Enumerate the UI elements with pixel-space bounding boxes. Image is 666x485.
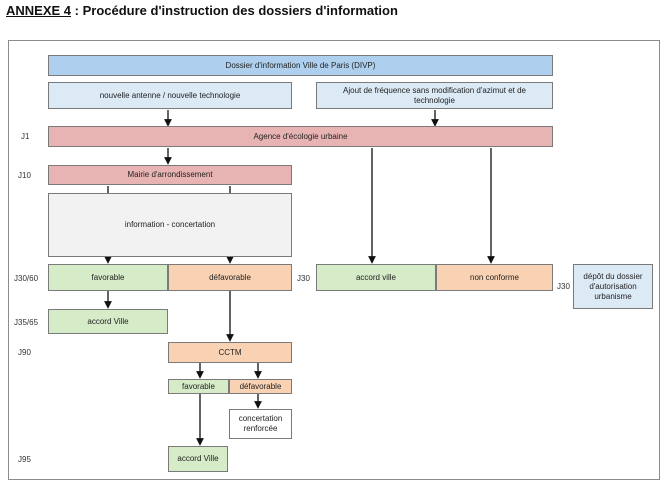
box-accord-ville-right-label: accord ville [355, 272, 396, 282]
day-label-j95: J95 [18, 455, 31, 464]
box-information-concertation: information - concertation [48, 193, 292, 257]
box-mairie-label: Mairie d'arrondissement [127, 170, 213, 179]
box-favorable-cctm: favorable [168, 379, 229, 394]
day-label-j30-60: J30/60 [14, 274, 39, 283]
box-agence-label: Agence d'écologie urbaine [253, 131, 348, 141]
box-accord-ville-left: accord Ville [48, 309, 168, 334]
box-defavorable-cctm: défavorable [229, 379, 292, 394]
box-divp: Dossier d'information Ville de Paris (DI… [48, 55, 553, 76]
page-title: ANNEXE 4 : Procédure d'instruction des d… [6, 3, 398, 18]
box-concertation-renforcee-label: concertation renforcée [238, 414, 283, 433]
title-text: : Procédure d'instruction des dossiers d… [71, 3, 398, 18]
box-cctm-label: CCTM [218, 347, 242, 357]
day-label-j10: J10 [18, 171, 31, 180]
box-depot-dossier: dépôt du dossier d'autorisation urbanism… [573, 264, 653, 309]
box-defavorable-cctm-label: défavorable [239, 381, 282, 391]
box-defavorable: défavorable [168, 264, 292, 291]
box-information-concertation-label: information - concertation [124, 220, 216, 229]
day-label-j30-right: J30 [557, 282, 570, 291]
box-depot-dossier-label: dépôt du dossier d'autorisation urbanism… [583, 271, 643, 301]
box-accord-ville-final-label: accord Ville [177, 454, 219, 463]
day-label-j30-mid: J30 [297, 274, 310, 283]
box-non-conforme-label: non conforme [470, 272, 519, 282]
box-agence: Agence d'écologie urbaine [48, 126, 553, 147]
box-accord-ville-final: accord Ville [168, 446, 228, 472]
day-label-j1: J1 [21, 132, 30, 141]
diagram-frame [8, 40, 660, 480]
box-favorable-label: favorable [91, 272, 125, 282]
box-defavorable-label: défavorable [209, 272, 251, 282]
box-favorable: favorable [48, 264, 168, 291]
box-mairie: Mairie d'arrondissement [48, 165, 292, 185]
box-ajout-frequence-label: Ajout de fréquence sans modification d'a… [343, 85, 526, 105]
box-concertation-renforcee: concertation renforcée [229, 409, 292, 439]
box-accord-ville-left-label: accord Ville [87, 316, 129, 326]
day-label-j35-65: J35/65 [14, 318, 39, 327]
box-accord-ville-right: accord ville [316, 264, 436, 291]
box-nouvelle-antenne-label: nouvelle antenne / nouvelle technologie [99, 90, 241, 100]
box-favorable-cctm-label: favorable [182, 381, 215, 391]
box-ajout-frequence: Ajout de fréquence sans modification d'a… [316, 82, 553, 109]
annex-label: ANNEXE 4 [6, 3, 72, 18]
box-non-conforme: non conforme [436, 264, 553, 291]
box-divp-label: Dossier d'information Ville de Paris (DI… [225, 60, 376, 70]
box-cctm: CCTM [168, 342, 292, 363]
box-nouvelle-antenne: nouvelle antenne / nouvelle technologie [48, 82, 292, 109]
day-label-j90: J90 [18, 348, 31, 357]
